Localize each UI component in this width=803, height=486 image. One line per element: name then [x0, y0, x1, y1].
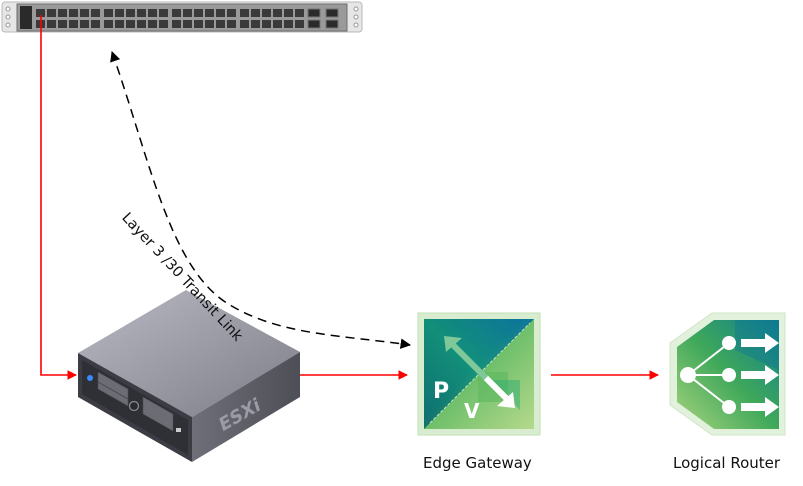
switch-port — [91, 20, 100, 28]
sfp-port — [307, 19, 321, 29]
switch-port — [137, 20, 146, 28]
switch-port — [284, 20, 293, 28]
switch-port — [240, 20, 249, 28]
switch-port — [194, 9, 203, 17]
transit-link — [110, 51, 412, 349]
switch-port — [47, 9, 56, 17]
switch-port — [251, 9, 260, 17]
switch-port — [58, 9, 67, 17]
switch-port — [159, 9, 168, 17]
switch-port — [295, 9, 304, 17]
switch-port — [91, 9, 100, 17]
switch-port — [126, 20, 135, 28]
switch-port — [69, 9, 78, 17]
switch-port — [104, 20, 113, 28]
logical-router-label: Logical Router — [673, 454, 781, 472]
switch-port — [148, 9, 157, 17]
edge-letter-p: P — [433, 379, 449, 404]
switch-port — [58, 20, 67, 28]
switch-port — [251, 20, 260, 28]
switch-port — [148, 20, 157, 28]
switch-port — [216, 9, 225, 17]
switch-port — [69, 20, 78, 28]
sfp-port — [325, 8, 339, 18]
switch-port — [36, 9, 45, 17]
switch-port — [47, 20, 56, 28]
switch-port — [227, 20, 236, 28]
switch-port — [115, 20, 124, 28]
switch-port — [295, 20, 304, 28]
switch-port — [172, 9, 181, 17]
switch-port — [183, 20, 192, 28]
network-switch-icon — [1, 1, 363, 33]
link-switch-to-esxi — [40, 15, 77, 380]
switch-port — [137, 9, 146, 17]
switch-port — [183, 9, 192, 17]
switch-port — [80, 20, 89, 28]
switch-port — [205, 20, 214, 28]
switch-port — [80, 9, 89, 17]
edge-gateway-label: Edge Gateway — [423, 454, 532, 472]
switch-port — [262, 9, 271, 17]
switch-port — [126, 9, 135, 17]
switch-port — [115, 9, 124, 17]
switch-port — [172, 20, 181, 28]
sfp-port — [325, 19, 339, 29]
switch-port — [240, 9, 249, 17]
logical-router-icon — [669, 312, 786, 436]
server-icon: ESXi — [78, 290, 300, 462]
switch-port — [104, 9, 113, 17]
edge-gateway-icon: P V — [417, 312, 541, 436]
switch-port — [273, 20, 282, 28]
switch-port — [284, 9, 293, 17]
switch-port — [262, 20, 271, 28]
switch-port — [273, 9, 282, 17]
switch-port — [227, 9, 236, 17]
switch-port — [159, 20, 168, 28]
edge-letter-v: V — [464, 399, 480, 423]
switch-port — [194, 20, 203, 28]
switch-port — [205, 9, 214, 17]
sfp-port — [307, 8, 321, 18]
switch-port — [216, 20, 225, 28]
